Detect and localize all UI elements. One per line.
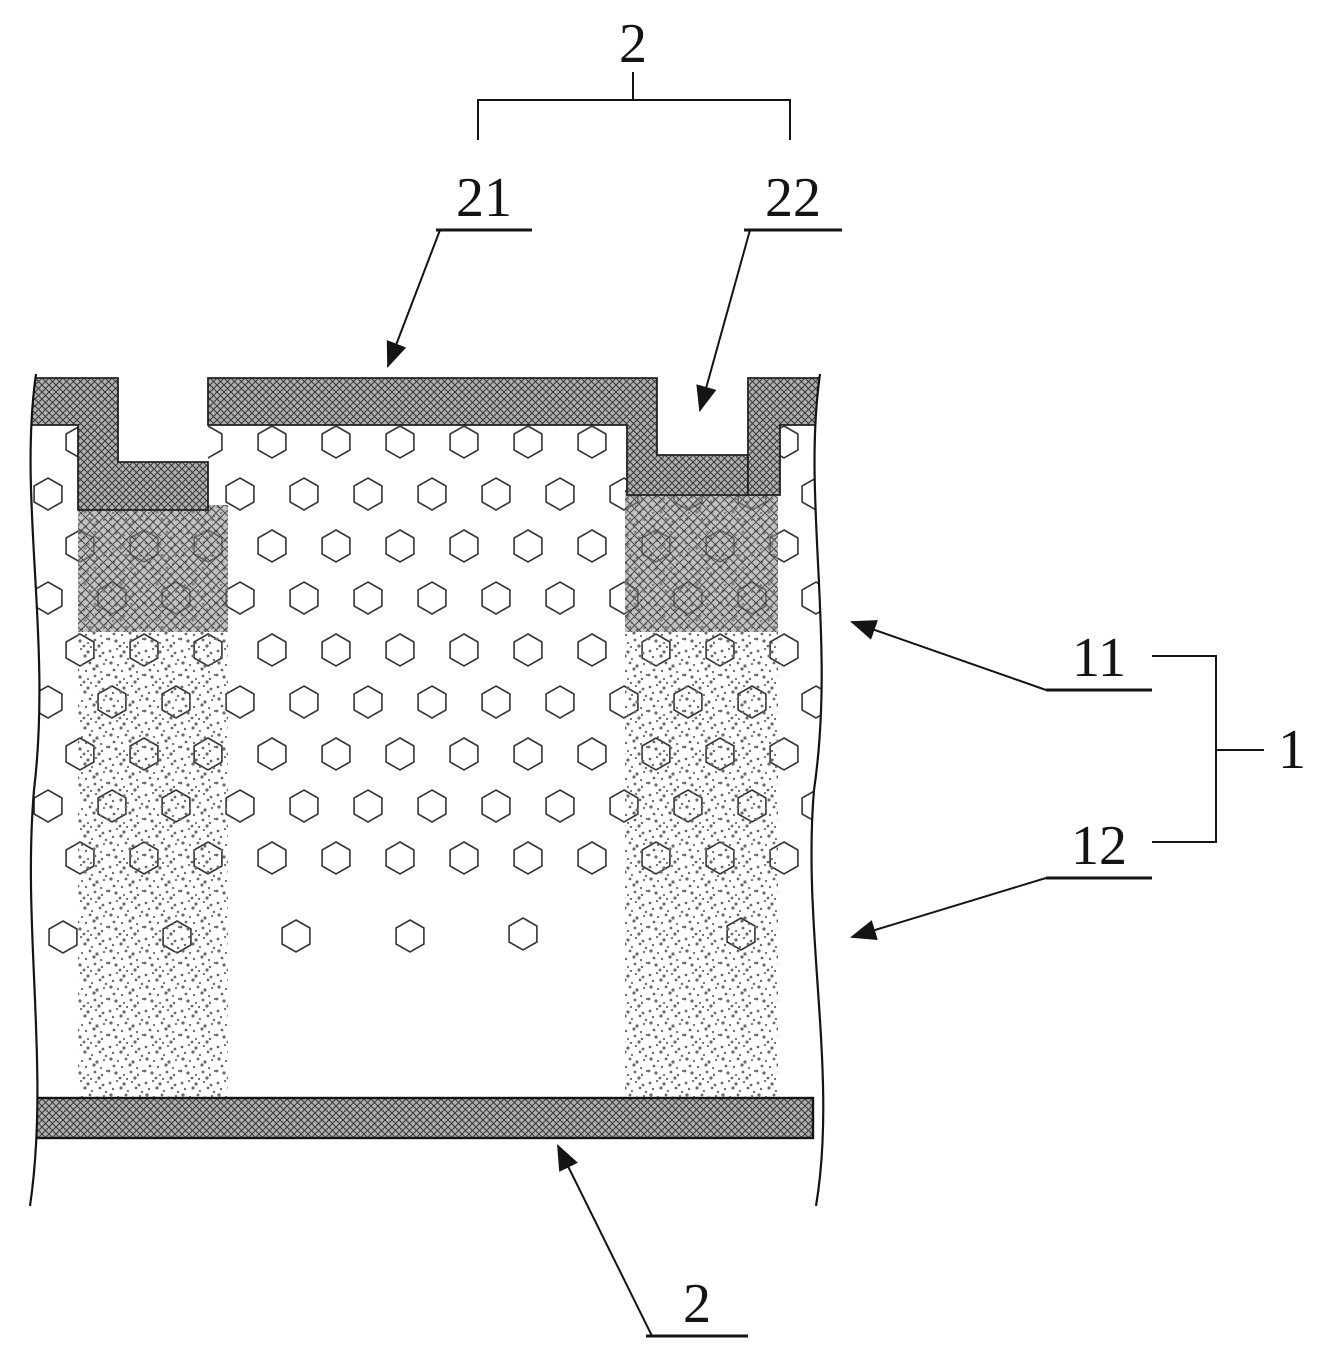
left-trench-gap [118, 423, 208, 462]
leader-lower-region [849, 877, 1047, 941]
leader-notch [696, 229, 751, 413]
leader-bottom-layer [557, 1144, 653, 1337]
label-upper-region: 11 [1072, 627, 1126, 689]
substrate-body [30, 374, 824, 1206]
label-lower-region: 12 [1071, 815, 1127, 877]
leader-upper-region [849, 620, 1047, 691]
left-column-dark-region [78, 505, 228, 632]
label-top-layer: 21 [456, 167, 512, 229]
top-layer-left-segment [30, 377, 209, 511]
right-break-edge [810, 373, 825, 1207]
label-notch: 22 [765, 167, 821, 229]
top-assembly-bracket [477, 72, 791, 140]
left-break-edge [28, 373, 41, 1207]
leader-top-layer [386, 229, 441, 369]
substrate-bracket [1152, 655, 1264, 843]
label-substrate: 1 [1278, 719, 1306, 781]
label-bottom-layer: 2 [683, 1273, 711, 1335]
bottom-layer-bar [30, 1096, 815, 1140]
right-trench-gap [657, 423, 748, 456]
label-top-assembly: 2 [619, 13, 647, 75]
right-column-dark-region [625, 490, 778, 632]
